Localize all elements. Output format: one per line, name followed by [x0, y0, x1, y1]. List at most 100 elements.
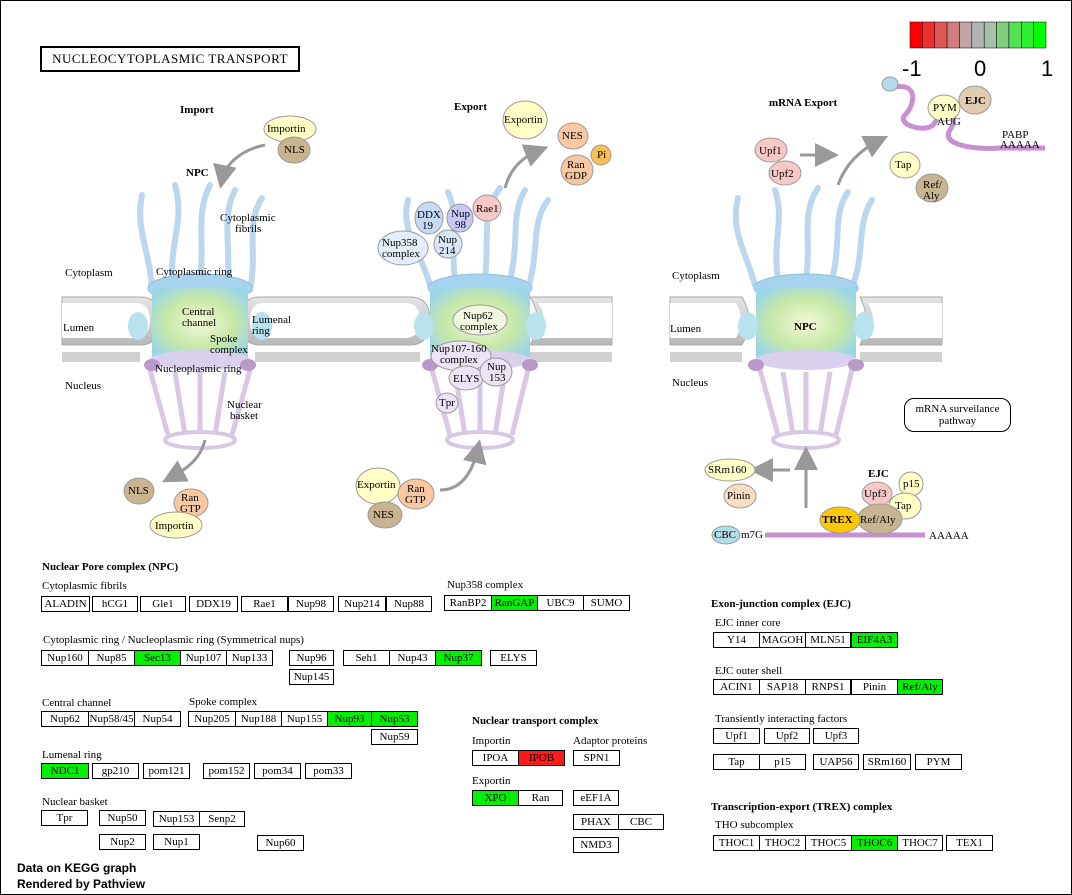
- gene-aladin[interactable]: ALADIN: [41, 596, 90, 612]
- gene-ipob[interactable]: IPOB: [518, 750, 565, 766]
- gene-eef1a[interactable]: eEF1A: [573, 790, 619, 806]
- gene-gp210[interactable]: gp210: [92, 763, 139, 779]
- gene-ndc1[interactable]: NDC1: [41, 763, 89, 779]
- gene-acin1[interactable]: ACIN1: [713, 679, 760, 695]
- gene-nup160[interactable]: Nup160: [41, 650, 89, 666]
- gene-nup43[interactable]: Nup43: [389, 650, 436, 666]
- gene-nup1[interactable]: Nup1: [153, 834, 200, 850]
- gene-ranbp2[interactable]: RanBP2: [444, 595, 492, 611]
- ejc-outer-section: EJC outer shell: [715, 665, 783, 677]
- gene-pom121[interactable]: pom121: [143, 763, 190, 779]
- gene-pym[interactable]: PYM: [915, 754, 962, 770]
- central-channel-label-1: Central: [182, 306, 215, 318]
- gene-mln51[interactable]: MLN51: [805, 632, 851, 648]
- gene-nup145[interactable]: Nup145: [289, 669, 334, 685]
- gene-nup58-45[interactable]: Nup58/45: [88, 711, 135, 727]
- gene-seh1[interactable]: Seh1: [343, 650, 390, 666]
- trex-section-heading: Transcription-export (TREX) complex: [711, 801, 893, 813]
- gene-ubc9[interactable]: UBC9: [537, 595, 584, 611]
- ref-aly-diagram-label: Ref/Aly: [860, 514, 896, 526]
- gene-ref-aly[interactable]: Ref/Aly: [897, 679, 943, 695]
- nup358-label-2: complex: [382, 248, 420, 260]
- gene-sumo[interactable]: SUMO: [583, 595, 630, 611]
- gene-xpo[interactable]: XPO: [472, 790, 519, 806]
- mrna-lumen-label: Lumen: [670, 323, 702, 335]
- gene-nup60[interactable]: Nup60: [257, 835, 304, 851]
- ran-gdp-label-2: GDP: [565, 170, 588, 182]
- importin-label: Importin: [267, 123, 306, 135]
- gene-ddx19[interactable]: DDX19: [189, 596, 238, 612]
- gene-nup53[interactable]: Nup53: [371, 711, 418, 727]
- ejc-top-label: EJC: [965, 95, 986, 107]
- gene-nup85[interactable]: Nup85: [88, 650, 135, 666]
- gene-eif4a3[interactable]: EIF4A3: [851, 632, 898, 648]
- gene-nup54[interactable]: Nup54: [134, 711, 181, 727]
- gene-sap18[interactable]: SAP18: [759, 679, 806, 695]
- ejc-bottom-label: EJC: [868, 468, 889, 480]
- gene-senp2[interactable]: Senp2: [199, 811, 245, 827]
- gene-y14[interactable]: Y14: [713, 632, 760, 648]
- nup214-label-2: 214: [439, 245, 456, 257]
- nls-bottom-label: NLS: [128, 485, 149, 497]
- gene-rnps1[interactable]: RNPS1: [805, 679, 851, 695]
- gene-nmd3[interactable]: NMD3: [573, 837, 619, 853]
- gene-spn1[interactable]: SPN1: [573, 750, 620, 766]
- gene-pom33[interactable]: pom33: [305, 763, 352, 779]
- gene-nup59[interactable]: Nup59: [371, 729, 418, 745]
- central-channel-section: Central channel: [42, 697, 112, 709]
- gene-thoc1[interactable]: THOC1: [713, 835, 760, 851]
- upf1-label: Upf1: [759, 145, 782, 157]
- gene-hcg1[interactable]: hCG1: [92, 596, 138, 612]
- gene-tpr[interactable]: Tpr: [41, 810, 88, 826]
- gene-sec13[interactable]: Sec13: [134, 650, 181, 666]
- gene-uap56[interactable]: UAP56: [813, 754, 859, 770]
- gene-ran[interactable]: Ran: [518, 790, 563, 806]
- pathway-title: NUCLEOCYTOPLASMIC TRANSPORT: [40, 46, 300, 72]
- gene-rangap[interactable]: RanGAP: [491, 595, 538, 611]
- mrna-surveillance-pathway-link[interactable]: mRNA surveilance pathway: [904, 398, 1011, 432]
- gene-thoc2[interactable]: THOC2: [759, 835, 806, 851]
- gene-pom152[interactable]: pom152: [203, 763, 250, 779]
- gene-elys[interactable]: ELYS: [490, 650, 537, 666]
- gene-gle1[interactable]: Gle1: [140, 596, 186, 612]
- gene-nup133[interactable]: Nup133: [226, 650, 273, 666]
- gene-rae1[interactable]: Rae1: [241, 596, 288, 612]
- gene-nup93[interactable]: Nup93: [327, 711, 372, 727]
- gene-nup153[interactable]: Nup153: [153, 811, 200, 827]
- gene-nup205[interactable]: Nup205: [188, 711, 236, 727]
- gene-thoc6[interactable]: THOC6: [851, 835, 898, 851]
- gene-nup107[interactable]: Nup107: [180, 650, 227, 666]
- gene-nup188[interactable]: Nup188: [235, 711, 282, 727]
- gene-nup214[interactable]: Nup214: [338, 596, 386, 612]
- gene-nup2[interactable]: Nup2: [99, 834, 146, 850]
- gene-nup37[interactable]: Nup37: [435, 650, 482, 666]
- polya-bottom-label: AAAAA: [929, 530, 969, 542]
- tap-diagram-label: Tap: [895, 500, 912, 512]
- gene-upf2[interactable]: Upf2: [764, 728, 810, 744]
- gene-pom34[interactable]: pom34: [254, 763, 301, 779]
- footer-data-source: Data on KEGG graph: [17, 861, 137, 875]
- gene-cbc[interactable]: CBC: [618, 814, 664, 830]
- gene-nup88[interactable]: Nup88: [386, 596, 432, 612]
- gene-nup98[interactable]: Nup98: [288, 596, 334, 612]
- gene-magoh[interactable]: MAGOH: [759, 632, 806, 648]
- gene-nup50[interactable]: Nup50: [99, 810, 146, 826]
- ntc-section-heading: Nuclear transport complex: [472, 715, 599, 727]
- gene-tap[interactable]: Tap: [713, 754, 760, 770]
- gene-thoc7[interactable]: THOC7: [897, 835, 943, 851]
- gene-upf3[interactable]: Upf3: [813, 728, 859, 744]
- gene-srm160[interactable]: SRm160: [863, 754, 911, 770]
- gene-thoc5[interactable]: THOC5: [805, 835, 852, 851]
- tho-section: THO subcomplex: [715, 819, 794, 831]
- gene-tex1[interactable]: TEX1: [946, 835, 993, 851]
- gene-nup155[interactable]: Nup155: [281, 711, 328, 727]
- lumenal-ring-label-2: ring: [252, 325, 270, 337]
- gene-phax[interactable]: PHAX: [573, 814, 619, 830]
- gene-upf1[interactable]: Upf1: [713, 728, 760, 744]
- gene-ipoa[interactable]: IPOA: [472, 750, 519, 766]
- gene-p15[interactable]: p15: [759, 754, 806, 770]
- gene-nup96[interactable]: Nup96: [289, 650, 334, 666]
- gene-nup62[interactable]: Nup62: [41, 711, 89, 727]
- nup62-label-1: Nup62: [463, 310, 493, 322]
- gene-pinin[interactable]: Pinin: [851, 679, 898, 695]
